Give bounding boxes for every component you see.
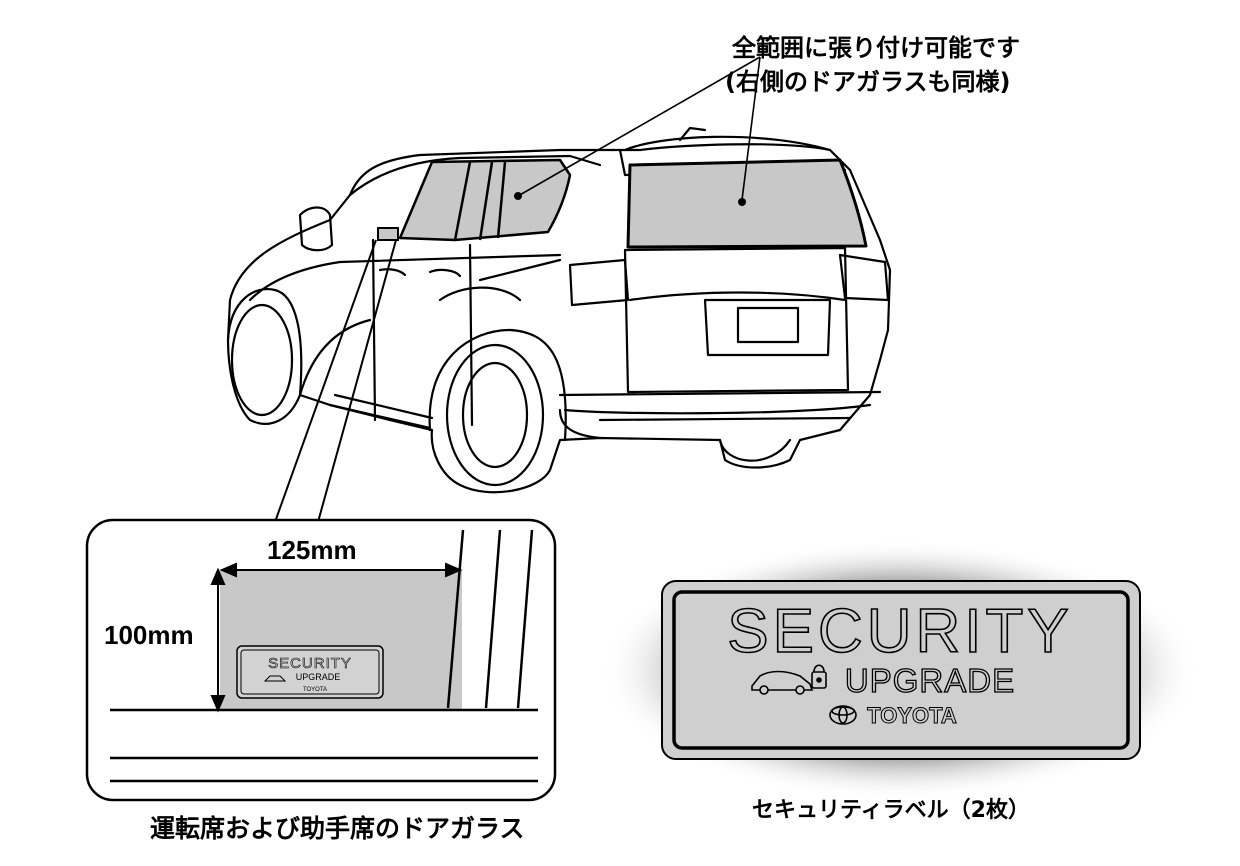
- zoom-callout-lines: [275, 240, 396, 522]
- caption-security-label: セキュリティラベル（2枚）: [752, 800, 1030, 822]
- security-label: SECURITY UPGRADE TOYOTA: [662, 581, 1140, 759]
- mini-label-title: SECURITY: [268, 655, 352, 672]
- side-door-glass: [400, 160, 570, 240]
- mini-security-label: SECURITY UPGRADE TOYOTA: [237, 646, 383, 698]
- rear-window-glass: [628, 160, 866, 247]
- width-dimension-label: 125mm: [267, 537, 357, 563]
- annotation-line-1: 全範囲に張り付け可能です: [732, 36, 1020, 60]
- label-brand: TOYOTA: [867, 703, 957, 728]
- label-subtitle: UPGRADE: [845, 662, 1015, 699]
- label-title: SECURITY: [727, 597, 1072, 666]
- annotation-line-2: (右側のドアガラスも同様): [725, 70, 1010, 94]
- rear-glass-point: [738, 198, 746, 206]
- mini-label-brand: TOYOTA: [303, 687, 327, 693]
- height-dimension-label: 100mm: [104, 622, 194, 648]
- side-glass-point: [514, 192, 522, 200]
- mini-label-subtitle: UPGRADE: [296, 672, 341, 682]
- caption-door-glass: 運転席および助手席のドアガラス: [150, 816, 525, 841]
- door-sticker-marker: [378, 228, 398, 240]
